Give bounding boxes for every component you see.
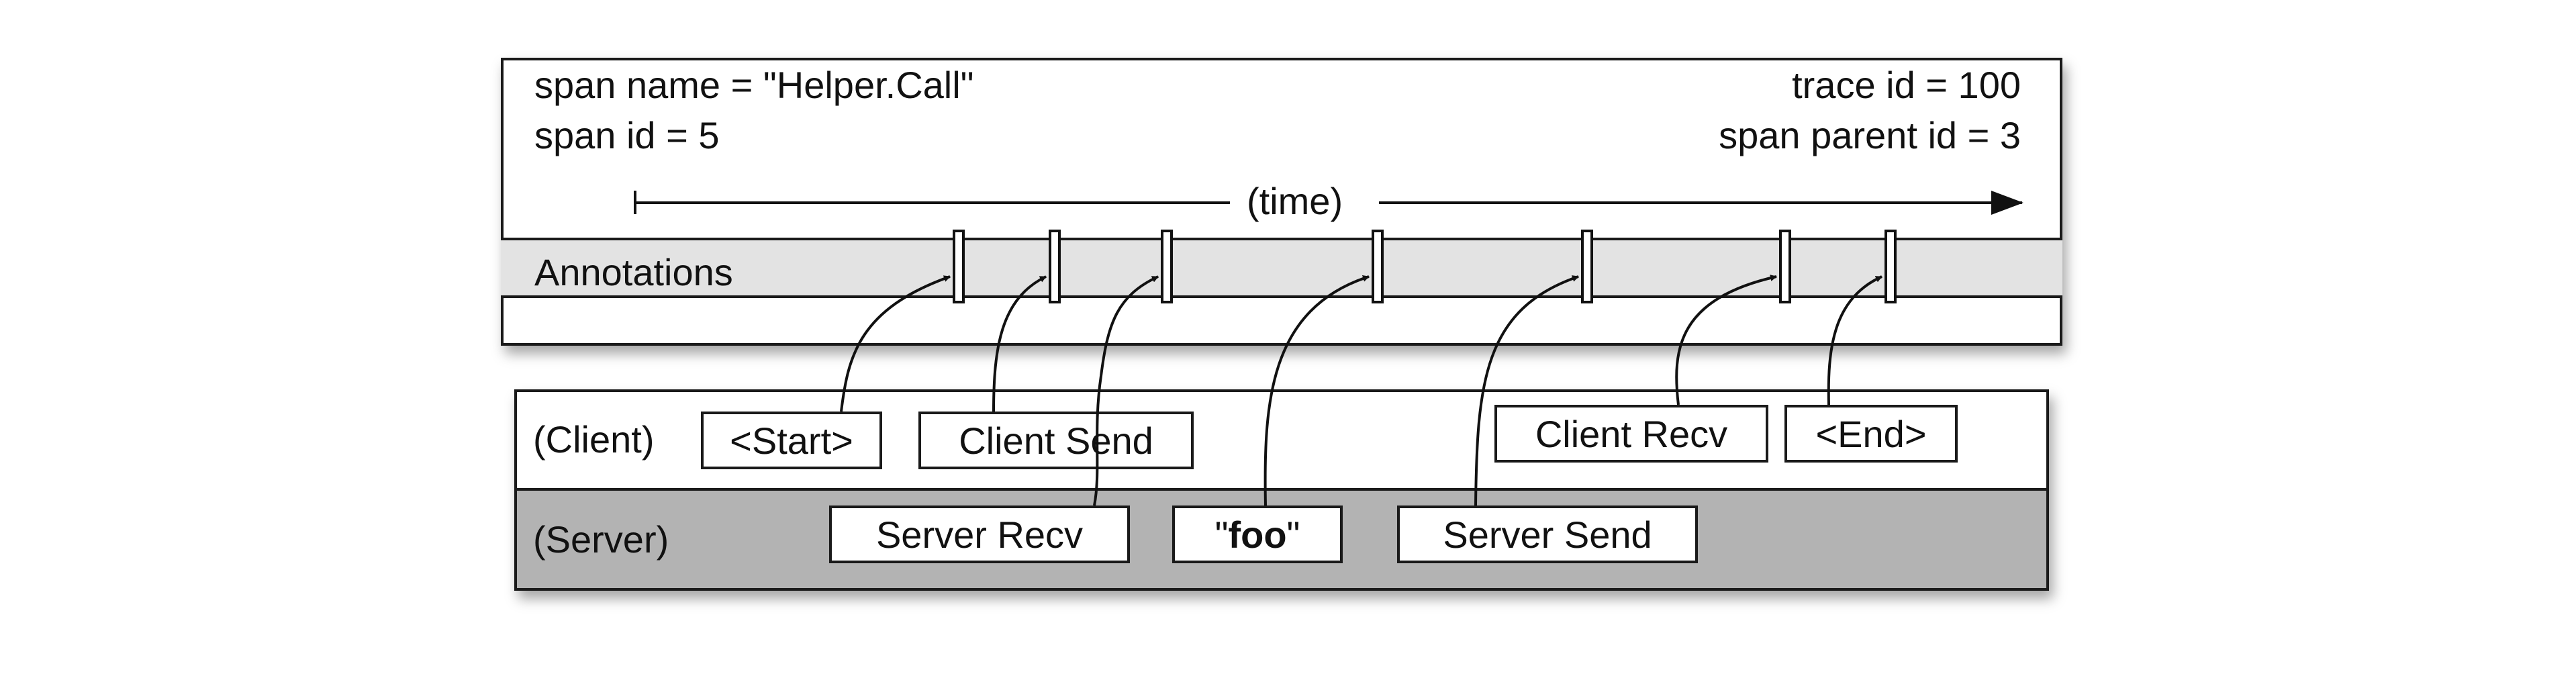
server-recv-event-box: Server Recv bbox=[829, 505, 1130, 563]
client-row-label: (Client) bbox=[533, 418, 655, 461]
client-send-event-label: Client Send bbox=[959, 419, 1153, 462]
connector-server-recv bbox=[1093, 275, 1159, 506]
connector-client-recv bbox=[1675, 275, 1777, 405]
server-band bbox=[514, 488, 2049, 591]
foo-quote-close: " bbox=[1286, 513, 1300, 556]
span-id-label: span id = 5 bbox=[534, 114, 720, 156]
connector-client-send bbox=[992, 275, 1047, 412]
trace-id-label: trace id = 100 bbox=[1792, 64, 2021, 106]
client-recv-event-label: Client Recv bbox=[1535, 412, 1728, 455]
span-parent-id-label: span parent id = 3 bbox=[1719, 114, 2021, 156]
foo-quote-open: " bbox=[1214, 513, 1229, 556]
end-event-label: <End> bbox=[1815, 412, 1927, 455]
end-event-box: <End> bbox=[1784, 405, 1958, 463]
foo-annotation-label: foo bbox=[1228, 513, 1287, 556]
annotation-marker-client-recv bbox=[1779, 230, 1791, 303]
server-row-label: (Server) bbox=[533, 518, 669, 561]
client-send-event-box: Client Send bbox=[918, 412, 1194, 469]
connector-end bbox=[1827, 275, 1882, 405]
time-axis-arrowhead bbox=[1991, 191, 2023, 215]
foo-annotation-box: "foo" bbox=[1172, 505, 1343, 563]
time-label: (time) bbox=[1247, 180, 1343, 222]
annotation-marker-server-recv bbox=[1161, 230, 1173, 303]
server-send-event-label: Server Send bbox=[1443, 513, 1652, 556]
annotation-marker-end bbox=[1885, 230, 1897, 303]
start-event-box: <Start> bbox=[701, 412, 882, 469]
annotation-marker-server-send bbox=[1581, 230, 1593, 303]
annotation-marker-foo bbox=[1372, 230, 1384, 303]
annotations-band bbox=[501, 238, 2062, 298]
server-send-event-box: Server Send bbox=[1397, 505, 1698, 563]
annotations-label: Annotations bbox=[534, 251, 733, 293]
connector-server-send bbox=[1474, 275, 1579, 506]
server-recv-event-label: Server Recv bbox=[875, 513, 1084, 556]
span-name-label: span name = "Helper.Call" bbox=[534, 64, 974, 106]
annotation-marker-client-send bbox=[1049, 230, 1061, 303]
client-recv-event-box: Client Recv bbox=[1494, 405, 1768, 463]
connector-foo bbox=[1263, 275, 1370, 506]
start-event-label: <Start> bbox=[730, 419, 853, 462]
annotation-marker-start bbox=[953, 230, 965, 303]
connector-start bbox=[840, 275, 951, 412]
